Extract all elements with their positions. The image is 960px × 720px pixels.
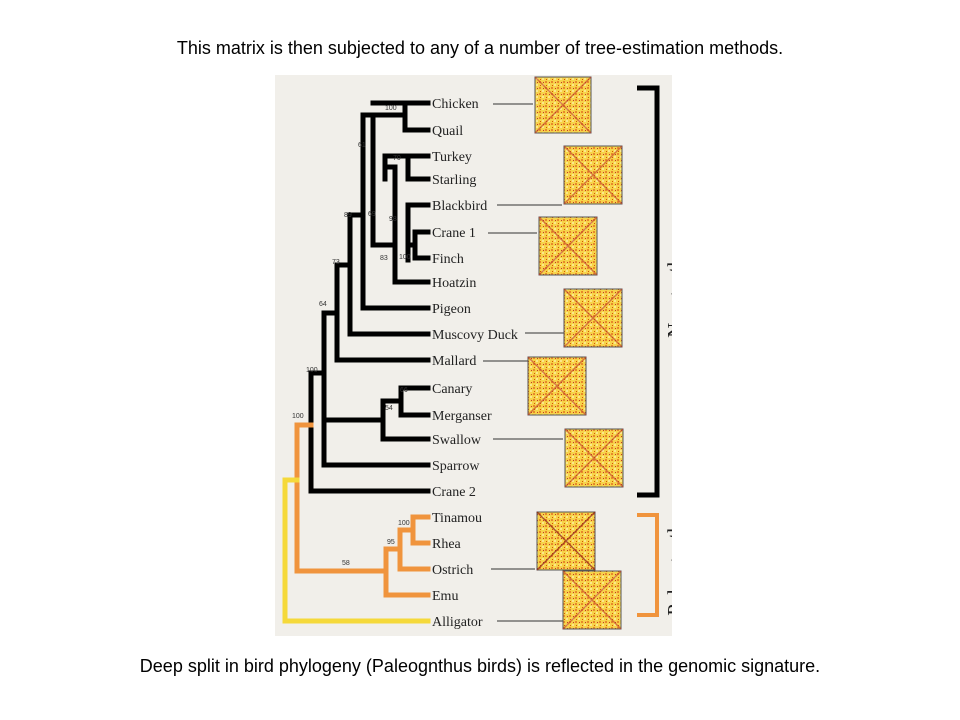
taxon-label: Blackbird bbox=[432, 199, 487, 214]
taxon-label: Finch bbox=[432, 252, 464, 267]
bootstrap-label: 54 bbox=[385, 405, 393, 412]
bootstrap-label: 100 bbox=[306, 367, 318, 374]
neognath-branches bbox=[308, 100, 431, 494]
taxon-label: Turkey bbox=[432, 150, 472, 165]
taxon-label: Emu bbox=[432, 589, 458, 604]
bootstrap-label: 61 bbox=[358, 142, 366, 149]
taxon-label: Chicken bbox=[432, 97, 479, 112]
taxon-label: Muscovy Duck bbox=[432, 328, 518, 343]
bootstrap-label: 98 bbox=[389, 216, 397, 223]
taxon-label: Swallow bbox=[432, 433, 482, 448]
taxon-label: Tinamou bbox=[432, 511, 482, 526]
genomic-signature-image bbox=[538, 216, 598, 276]
taxon-label: Alligator bbox=[432, 615, 483, 630]
paleognaths-label: Paleognaths bbox=[663, 514, 672, 615]
phylogeny-figure: 100 61 70 98 69 89 83 100 73 64 100 66 5… bbox=[275, 75, 672, 636]
paleognath-branches bbox=[294, 422, 431, 598]
neognaths-bracket bbox=[637, 85, 660, 498]
genomic-signature-image bbox=[564, 428, 624, 488]
genomic-signature-image bbox=[534, 76, 592, 134]
top-caption: This matrix is then subjected to any of … bbox=[176, 38, 784, 58]
bottom-caption: Deep split in bird phylogeny (Paleognthu… bbox=[139, 656, 821, 676]
genomic-signature-image bbox=[536, 511, 596, 571]
bootstrap-label: 100 bbox=[399, 254, 411, 261]
taxon-label: Quail bbox=[432, 124, 463, 139]
taxon-label: Ostrich bbox=[432, 563, 473, 578]
bootstrap-label: 95 bbox=[387, 539, 395, 546]
outgroup-branch bbox=[282, 477, 431, 624]
bootstrap-label: 69 bbox=[368, 211, 376, 218]
taxon-label: Sparrow bbox=[432, 459, 480, 474]
bootstrap-labels: 100 61 70 98 69 89 83 100 73 64 100 66 5… bbox=[292, 105, 411, 567]
genomic-signature-image bbox=[563, 288, 623, 348]
neognaths-label: Neognaths bbox=[663, 248, 672, 338]
bootstrap-label: 70 bbox=[393, 155, 401, 162]
taxon-label: Rhea bbox=[432, 537, 462, 552]
bootstrap-label: 100 bbox=[292, 413, 304, 420]
taxon-label: Starling bbox=[432, 173, 476, 188]
bootstrap-label: 100 bbox=[398, 520, 410, 527]
bootstrap-label: 64 bbox=[319, 301, 327, 308]
genomic-signature-images bbox=[527, 76, 624, 630]
bootstrap-label: 89 bbox=[344, 212, 352, 219]
taxon-label: Crane 1 bbox=[432, 226, 476, 241]
genomic-signature-image bbox=[563, 145, 623, 205]
bootstrap-label: 58 bbox=[342, 560, 350, 567]
phylogeny-tree: 100 61 70 98 69 89 83 100 73 64 100 66 5… bbox=[282, 76, 672, 630]
leader-lines bbox=[483, 103, 564, 622]
taxon-label: Canary bbox=[432, 382, 472, 397]
genomic-signature-image bbox=[527, 356, 587, 416]
taxon-labels: Chicken Quail Turkey Starling Blackbird … bbox=[432, 97, 518, 630]
bootstrap-label: 66 bbox=[400, 387, 408, 394]
paleognaths-bracket bbox=[637, 513, 659, 617]
bootstrap-label: 73 bbox=[332, 259, 340, 266]
bootstrap-label: 100 bbox=[385, 105, 397, 112]
taxon-label: Mallard bbox=[432, 354, 476, 369]
taxon-label: Merganser bbox=[432, 409, 492, 424]
taxon-label: Crane 2 bbox=[432, 485, 476, 500]
genomic-signature-image bbox=[562, 570, 622, 630]
taxon-label: Hoatzin bbox=[432, 276, 476, 291]
bootstrap-label: 83 bbox=[380, 255, 388, 262]
taxon-label: Pigeon bbox=[432, 302, 471, 317]
